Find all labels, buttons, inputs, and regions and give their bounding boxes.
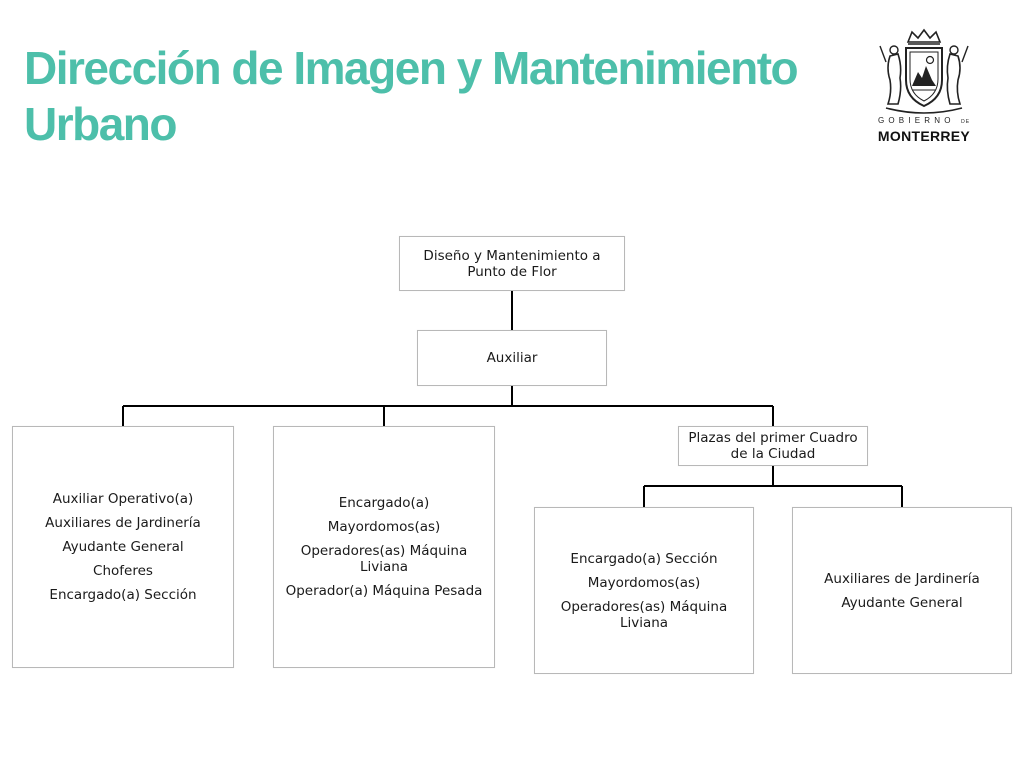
org-box-group2-item: Encargado(a) — [338, 495, 430, 511]
org-box-plazas-label: Plazas del primer Cuadro de la Ciudad — [688, 430, 858, 462]
org-box-group1: Auxiliar Operativo(a) Auxiliares de Jard… — [12, 426, 234, 668]
logo-text-monterrey: MONTERREY — [877, 128, 971, 144]
org-box-group3: Encargado(a) Sección Mayordomos(as) Oper… — [534, 507, 754, 674]
org-box-group3-item: Operadores(as) Máquina Liviana — [560, 598, 728, 631]
org-box-group3-item: Encargado(a) Sección — [570, 550, 718, 567]
coat-of-arms-icon — [879, 28, 969, 114]
org-box-group1-item: Ayudante General — [62, 539, 184, 555]
org-box-auxiliar: Auxiliar — [417, 330, 607, 386]
org-box-group1-item: Encargado(a) Sección — [49, 587, 197, 603]
page-title: Dirección de Imagen y Mantenimiento Urba… — [24, 42, 799, 150]
org-box-group2: Encargado(a) Mayordomos(as) Operadores(a… — [273, 426, 495, 668]
org-box-group2-item: Mayordomos(as) — [327, 519, 441, 535]
org-box-group2-item: Operador(a) Máquina Pesada — [285, 583, 483, 599]
org-box-group2-item: Operadores(as) Máquina Liviana — [300, 543, 468, 575]
org-box-group1-item: Auxiliar Operativo(a) — [52, 491, 194, 507]
org-box-group1-item: Auxiliares de Jardinería — [45, 515, 201, 531]
org-box-plazas: Plazas del primer Cuadro de la Ciudad — [678, 426, 868, 466]
gobierno-monterrey-logo: GOBIERNO DE MONTERREY — [868, 28, 980, 148]
org-box-group4: Auxiliares de Jardinería Ayudante Genera… — [792, 507, 1012, 674]
org-box-auxiliar-label: Auxiliar — [486, 350, 538, 366]
org-box-root-label: Diseño y Mantenimiento a Punto de Flor — [423, 247, 601, 280]
org-box-group3-item: Mayordomos(as) — [587, 574, 701, 591]
org-box-root: Diseño y Mantenimiento a Punto de Flor — [399, 236, 625, 291]
org-box-group4-item: Ayudante General — [841, 594, 963, 611]
logo-text-gobierno: GOBIERNO DE — [877, 116, 971, 125]
org-box-group4-item: Auxiliares de Jardinería — [824, 570, 980, 587]
org-box-group1-item: Choferes — [93, 563, 153, 579]
